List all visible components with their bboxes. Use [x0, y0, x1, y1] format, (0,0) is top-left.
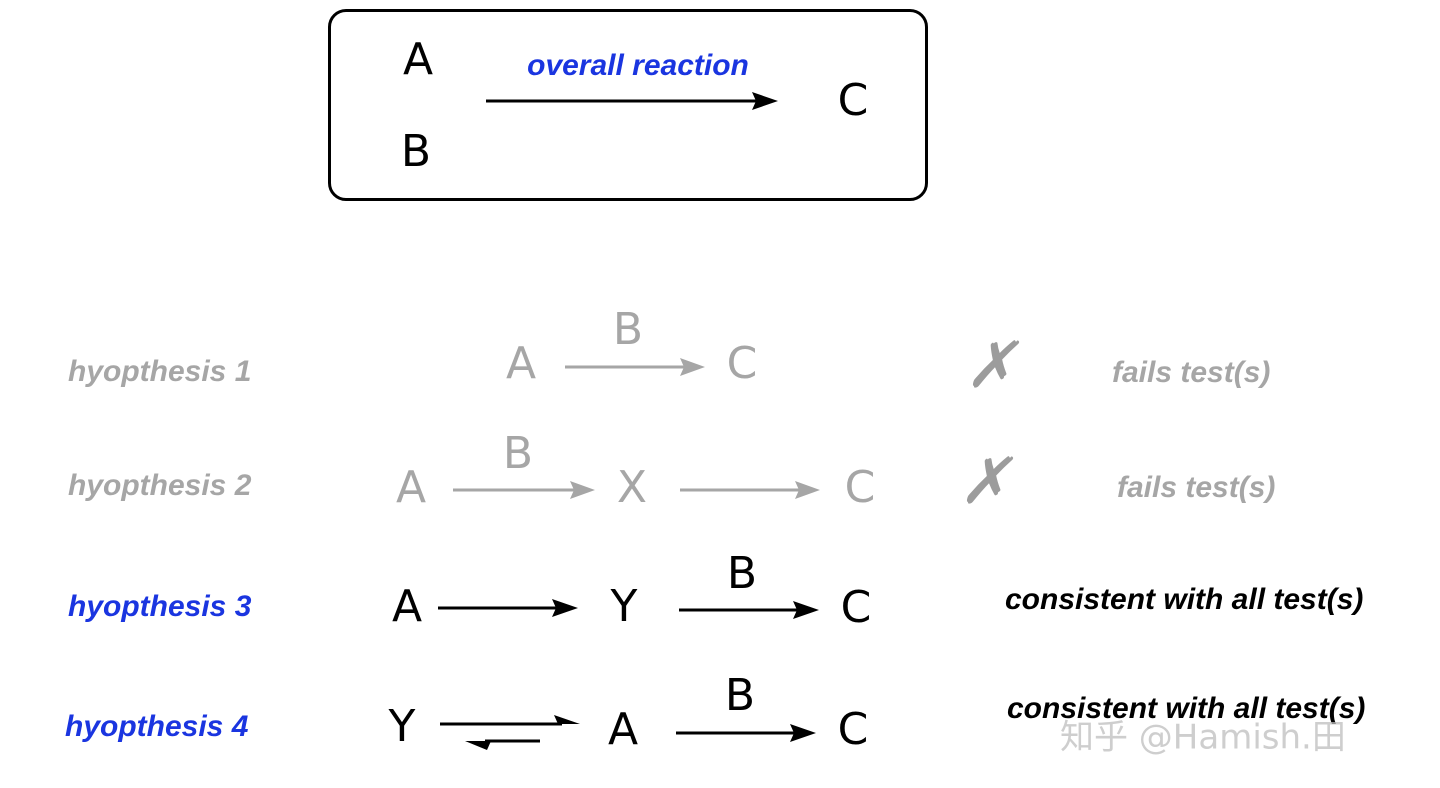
watermark: 知乎 @Hamish.田	[1060, 717, 1346, 758]
h2-arrow1-head	[570, 481, 595, 499]
h3-label: hyopthesis 3	[68, 590, 252, 623]
overall-product-c: C	[837, 75, 869, 126]
h4-forward-arrow-head	[554, 715, 580, 724]
h1-arrow-head	[680, 358, 705, 376]
h3-arrow2-label: B	[726, 548, 758, 599]
h3-species-c: C	[840, 582, 872, 633]
h2-species-c: C	[844, 462, 876, 513]
h2-species-x: X	[616, 462, 648, 513]
h4-species-a: A	[607, 704, 639, 755]
h4-result: consistent with all test(s)	[1007, 692, 1366, 725]
h4-species-y: Y	[388, 701, 416, 752]
h4-reverse-arrow-head	[465, 741, 491, 750]
overall-arrow-head	[752, 92, 778, 110]
h4-arrow2-head	[790, 724, 816, 742]
h1-arrow-label: B	[612, 304, 644, 355]
h3-result: consistent with all test(s)	[1005, 583, 1364, 616]
h3-arrow2-head	[793, 601, 819, 619]
h3-arrow1-head	[552, 599, 578, 617]
h1-result: fails test(s)	[1112, 356, 1271, 389]
h1-species-a: A	[505, 338, 537, 389]
overall-reaction-box	[328, 9, 928, 201]
h2-result: fails test(s)	[1117, 471, 1276, 504]
h3-species-a: A	[391, 581, 423, 632]
h2-arrow2-head	[795, 481, 820, 499]
h4-arrow2-label: B	[724, 670, 756, 721]
h2-arrow1-label: B	[502, 428, 534, 479]
h4-species-c: C	[837, 704, 869, 755]
h4-label: hyopthesis 4	[65, 710, 249, 743]
overall-reactant-b: B	[400, 126, 432, 177]
h1-label: hyopthesis 1	[68, 355, 252, 388]
h2-species-a: A	[395, 462, 427, 513]
h2-label: hyopthesis 2	[68, 469, 252, 502]
overall-reactant-a: A	[402, 34, 434, 85]
h3-species-y: Y	[610, 581, 638, 632]
overall-reaction-label: overall reaction	[527, 49, 749, 82]
h1-species-c: C	[726, 338, 758, 389]
